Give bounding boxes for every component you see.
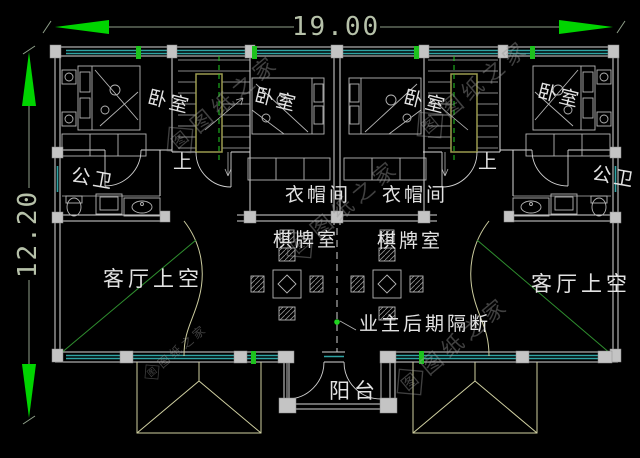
game-table-left <box>250 229 324 321</box>
stairs-up-label-right: 上 <box>478 151 500 173</box>
void-diagonal-left <box>59 239 197 355</box>
left-dimension: 12.20 <box>13 45 43 425</box>
room-label-chess-left: 棋牌室 <box>273 229 339 251</box>
roof-left <box>136 362 262 434</box>
stairs-up-label-left: 上 <box>173 151 195 173</box>
width-dimension-text: 19.00 <box>292 12 380 42</box>
stair-rail-left <box>195 73 223 153</box>
room-label-bedroom-center-right: 卧室 <box>401 86 449 118</box>
dimension-arrow-left-icon <box>55 20 109 34</box>
room-label-balcony: 阳台 <box>329 380 379 403</box>
roof-right <box>412 362 538 434</box>
stair-rail-right <box>450 73 478 153</box>
room-label-chess-right: 棋牌室 <box>377 230 443 252</box>
bed-center-left <box>251 77 325 135</box>
watermark-logo-char: 图 <box>145 365 158 378</box>
room-label-bathroom-right: 公卫 <box>590 163 637 191</box>
height-dimension-text: 12.20 <box>13 190 43 278</box>
room-label-living-void-left: 客厅上空 <box>103 268 203 291</box>
watermark-logo-char: 图 <box>418 113 442 137</box>
staircase-left <box>178 56 250 177</box>
closets <box>61 133 611 181</box>
staircase-right <box>428 56 498 177</box>
downpipes <box>136 46 535 364</box>
bathroom-left-fixtures <box>65 193 161 217</box>
top-dimension: 19.00 <box>42 12 626 42</box>
room-label-bedroom-top-right: 卧室 <box>535 80 583 112</box>
bed-top-right <box>532 65 612 131</box>
watermark-text: 图纸之家 <box>155 321 211 371</box>
future-partition-line <box>334 228 357 352</box>
game-table-right <box>350 229 424 321</box>
dimension-arrow-down-icon <box>22 364 36 418</box>
bathroom-right-fixtures <box>512 193 608 217</box>
room-label-bathroom-left: 公卫 <box>69 165 116 193</box>
watermark-text: 图纸之家 <box>416 291 515 380</box>
room-label-cloakroom-left: 衣帽间 <box>285 184 351 206</box>
bed-center-right <box>348 77 422 135</box>
room-label-living-void-right: 客厅上空 <box>531 273 631 296</box>
structural-columns <box>49 44 622 364</box>
partition-note-label: 业主后期隔断 <box>359 313 491 335</box>
balcony-structure <box>278 362 398 414</box>
room-label-bedroom-top-left: 卧室 <box>145 86 193 118</box>
partition-marker-dot <box>334 319 340 325</box>
room-label-bedroom-center-left: 卧室 <box>252 84 300 116</box>
bed-top-left <box>61 65 141 131</box>
dimension-arrow-right-icon <box>559 20 613 34</box>
void-diagonal-right <box>476 239 612 355</box>
dimension-arrow-up-icon <box>22 52 36 106</box>
watermark-logo-char: 图 <box>398 370 422 394</box>
watermark-stamp: 图 图纸之家 <box>396 291 515 396</box>
room-label-cloakroom-right: 衣帽间 <box>382 184 448 206</box>
